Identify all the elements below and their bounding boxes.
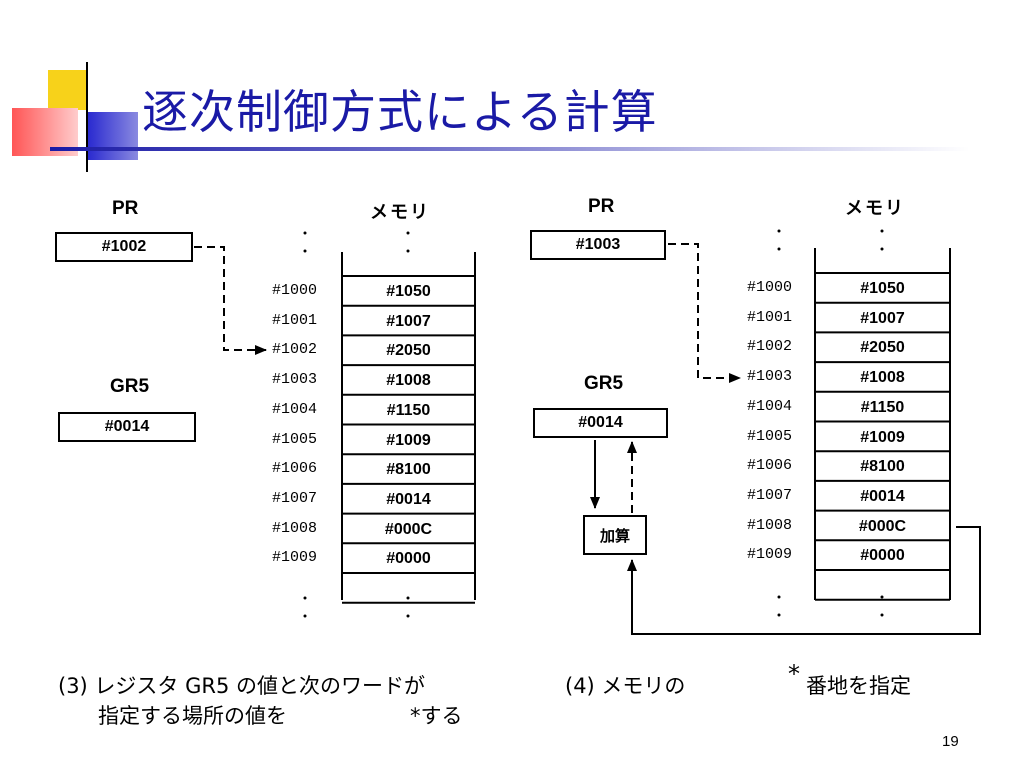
title-underline: [50, 147, 970, 151]
memory-address: #1002: [747, 338, 793, 356]
memory-address: #1001: [272, 311, 318, 329]
memory-row-dividers: [342, 275, 475, 604]
memory-address: #1000: [272, 282, 318, 299]
caption-4-line1: (4) メモリの: [565, 674, 686, 698]
page-number: 19: [942, 733, 959, 750]
slide-title: 逐次制御方式による計算: [142, 85, 658, 139]
memory-frame: [814, 248, 951, 600]
memory-address: #1009: [272, 549, 318, 567]
memory-address: #1002: [272, 341, 318, 359]
memory-address: #1008: [747, 516, 793, 534]
gr5-register: #0014: [58, 412, 196, 442]
ellipsis-dots: [777, 229, 884, 617]
memory-cell: #2050: [860, 339, 905, 357]
memory-cell: #8100: [386, 461, 431, 479]
memory-cell: #000C: [858, 517, 907, 535]
caption-3-line2: 指定する場所の値を: [98, 704, 287, 728]
caption-4-star: *: [788, 660, 800, 688]
memory-cell: #1009: [860, 428, 905, 446]
memory-cell: #1009: [386, 431, 431, 449]
memory-address: #1004: [272, 400, 318, 418]
memory-to-adder-arrow: [627, 526, 981, 635]
memory-address: #1003: [272, 371, 318, 389]
memory-row-dividers: [815, 272, 950, 601]
pr-pointer-arrow: [668, 243, 741, 383]
memory-cell: #1008: [860, 369, 905, 387]
caption-3-star: *する: [410, 704, 463, 728]
memory-address: #1000: [747, 279, 793, 296]
memory-cell: #2050: [386, 342, 431, 360]
memory-cell: #8100: [860, 458, 905, 476]
memory-cell: #0014: [386, 490, 431, 508]
memory-label: メモリ: [845, 198, 905, 219]
memory-address: #1007: [747, 486, 793, 504]
pr-register: #1002: [55, 232, 193, 262]
memory-address: #1006: [272, 460, 318, 478]
pr-pointer-arrow: [194, 246, 267, 355]
memory-cell: #000C: [384, 520, 433, 538]
memory-frame: [341, 252, 476, 600]
memory-address: #1003: [747, 368, 793, 386]
pr-label: PR: [112, 198, 139, 219]
memory-cell: #1050: [386, 283, 431, 300]
memory-address: #1006: [747, 457, 793, 475]
memory-address: #1007: [272, 489, 318, 507]
memory-address: #1004: [747, 397, 793, 415]
memory-address: #1005: [747, 427, 793, 445]
adder-box: 加算: [583, 515, 647, 555]
gr5-register: #0014: [533, 408, 668, 438]
memory-label: メモリ: [370, 202, 430, 223]
memory-cell: #1007: [386, 312, 431, 330]
logo-vertical-line: [86, 62, 88, 172]
memory-cell: #1007: [860, 309, 905, 327]
memory-cell: #0000: [860, 547, 905, 565]
memory-cell: #1150: [860, 398, 905, 416]
logo-yellow-square: [48, 70, 88, 110]
memory-cell: #0014: [860, 487, 905, 505]
memory-address: #1001: [747, 308, 793, 326]
gr5-label: GR5: [584, 373, 624, 394]
memory-cell: #0000: [386, 550, 431, 568]
memory-cell: #1150: [386, 401, 431, 419]
memory-address: #1009: [747, 546, 793, 564]
memory-address: #1005: [272, 430, 318, 448]
caption-3-line1: (3) レジスタ GR5 の値と次のワードが: [58, 674, 425, 698]
logo-blue-square: [88, 112, 138, 160]
pr-label: PR: [588, 196, 615, 217]
memory-cell: #1050: [860, 280, 905, 297]
caption-4-rest: 番地を指定: [806, 674, 911, 698]
pr-register: #1003: [530, 230, 666, 260]
memory-cell: #1008: [386, 372, 431, 390]
memory-address: #1008: [272, 519, 318, 537]
ellipsis-dots: [303, 231, 410, 618]
gr5-label: GR5: [110, 376, 150, 397]
